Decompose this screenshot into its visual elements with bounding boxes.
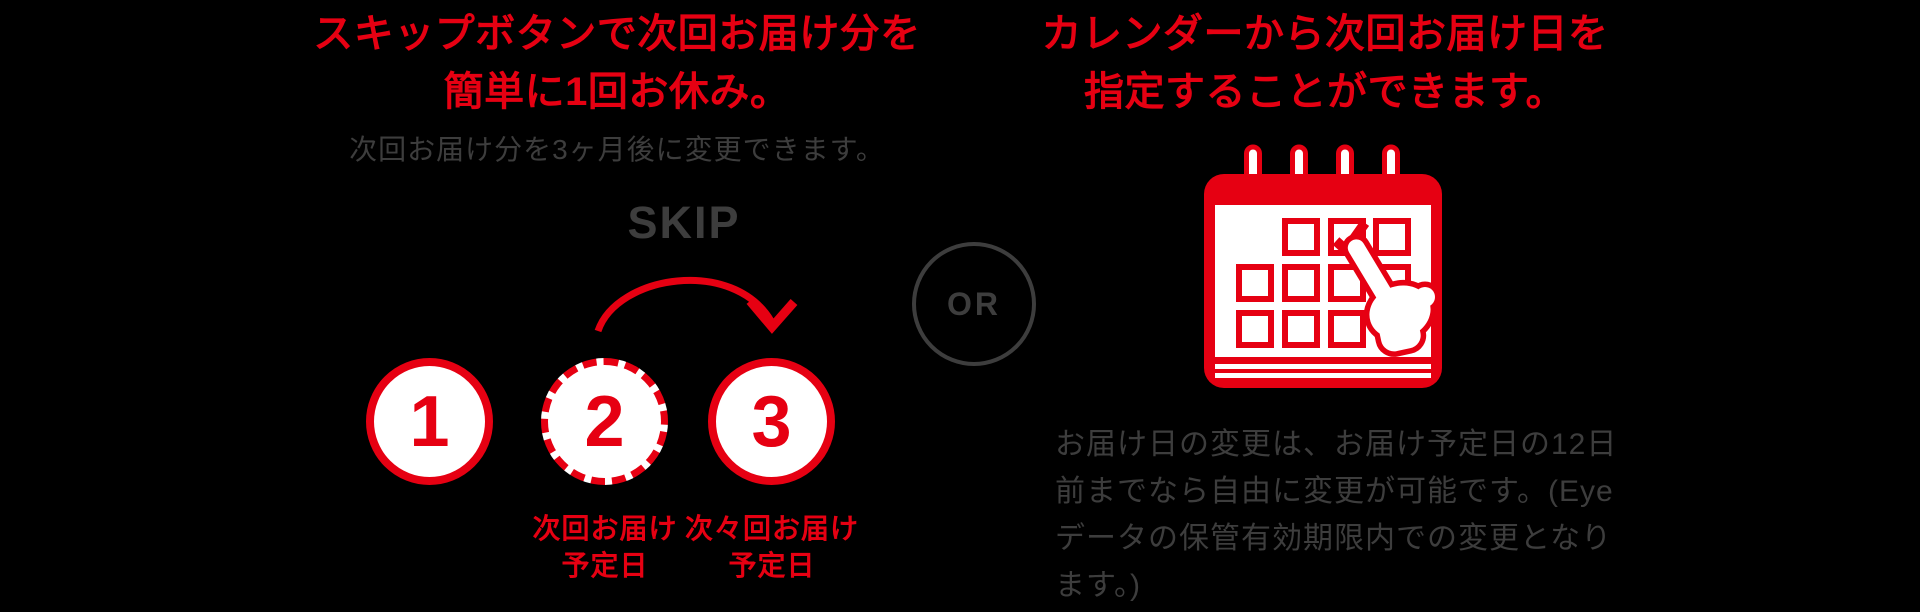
step-circle-3: 3: [708, 358, 835, 485]
step-circle-1: 1: [366, 358, 493, 485]
step-2-label-line-1: 次回お届け: [532, 513, 678, 544]
step-3-label-line-1: 次々回お届け: [684, 513, 859, 544]
step-2-label: 次回お届け 予定日: [485, 510, 725, 584]
left-section-subtitle: 次回お届け分を3ヶ月後に変更できます。: [349, 134, 885, 165]
or-circle-badge: OR: [912, 242, 1036, 366]
step-circle-2-skipped: 2: [541, 358, 668, 485]
right-section-title: カレンダーから次回お届け日を 指定することができます。: [1025, 5, 1625, 121]
note-line: ます。): [1055, 569, 1141, 602]
or-label: OR: [947, 285, 1001, 322]
delivery-change-note: お届け日の変更は、お届け予定日の12日 前までなら自由に変更が可能です。(Eye…: [1055, 421, 1635, 609]
left-title-line-1: スキップボタンで次回お届け分を: [313, 12, 921, 56]
note-line: 前までなら自由に変更が可能です。(Eye: [1055, 475, 1614, 508]
step-2-label-line-2: 予定日: [561, 550, 649, 581]
pointing-hand-icon: [1342, 233, 1441, 357]
step-3-label: 次々回お届け 予定日: [652, 510, 892, 584]
right-title-line-1: カレンダーから次回お届け日を: [1041, 12, 1609, 56]
step-3-label-line-2: 予定日: [728, 550, 816, 581]
note-line: お届け日の変更は、お届け予定日の12日: [1055, 428, 1618, 461]
left-title-line-2: 簡単に1回お休み。: [443, 70, 791, 114]
skip-label: SKIP: [627, 197, 741, 248]
left-section-title: スキップボタンで次回お届け分を 簡単に1回お休み。: [267, 5, 967, 121]
step-number-3: 3: [751, 381, 792, 462]
skip-arrow-icon: [594, 276, 798, 334]
step-number-1: 1: [409, 381, 450, 462]
note-line: データの保管有効期限内での変更となり: [1055, 522, 1613, 555]
step-number-2: 2: [584, 381, 625, 462]
right-title-line-2: 指定することができます。: [1084, 70, 1566, 114]
calendar-date-picker-icon: [1204, 144, 1442, 388]
